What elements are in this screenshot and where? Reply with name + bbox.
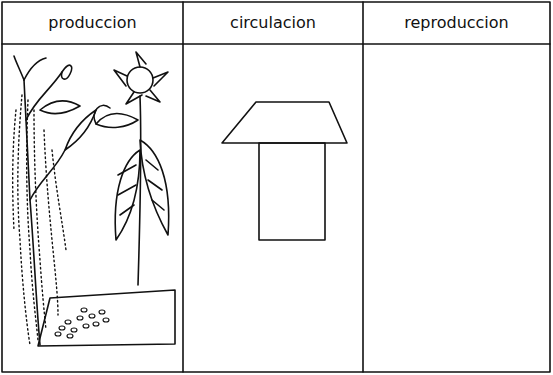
seed-pile [55,308,109,338]
table-header: produccion [2,2,183,44]
table-frame [2,2,550,372]
column-rule [362,2,364,372]
house-sketch [222,102,347,240]
plant-sketch [14,56,96,345]
sunflower-sketch [94,52,168,285]
column-rule [182,2,184,372]
header-rule [2,43,550,45]
table-header: reproduccion [363,2,550,44]
cloth-sketch [38,290,175,346]
table-header: circulacion [183,2,363,44]
tassel-dots [13,95,66,345]
